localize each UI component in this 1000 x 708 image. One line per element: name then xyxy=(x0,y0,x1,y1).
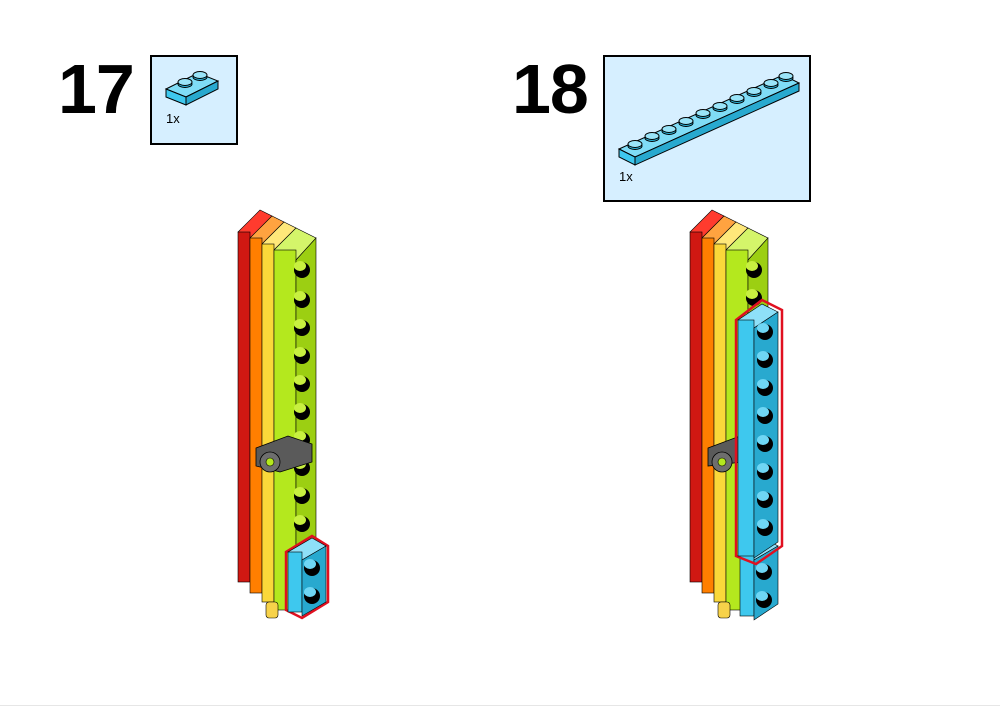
page-bottom-border xyxy=(0,705,1000,706)
step-18-number: 18 xyxy=(512,50,589,128)
step-18-model-assembly xyxy=(689,209,784,621)
plate-1x10-part-icon xyxy=(617,72,801,166)
step-17-quantity: 1x xyxy=(166,111,180,126)
orange-bricks xyxy=(249,237,263,594)
step-17-model-assembly xyxy=(237,209,330,620)
azure-plate-1x2 xyxy=(287,551,303,613)
step-17-parts-callout: 1x xyxy=(150,55,238,145)
plate-1x2-part-icon xyxy=(164,71,220,106)
step-18-quantity: 1x xyxy=(619,169,633,184)
yellow-bricks xyxy=(713,243,727,603)
gray-clip xyxy=(255,435,313,473)
red-bricks xyxy=(237,231,251,583)
yellow-bricks xyxy=(261,243,275,603)
red-bricks xyxy=(689,231,703,583)
orange-bricks xyxy=(701,237,715,594)
step-17-number: 17 xyxy=(58,50,135,128)
gray-clip xyxy=(707,435,743,473)
azure-plate-1x10 xyxy=(737,319,755,557)
step-18-parts-callout: 1x xyxy=(603,55,811,202)
